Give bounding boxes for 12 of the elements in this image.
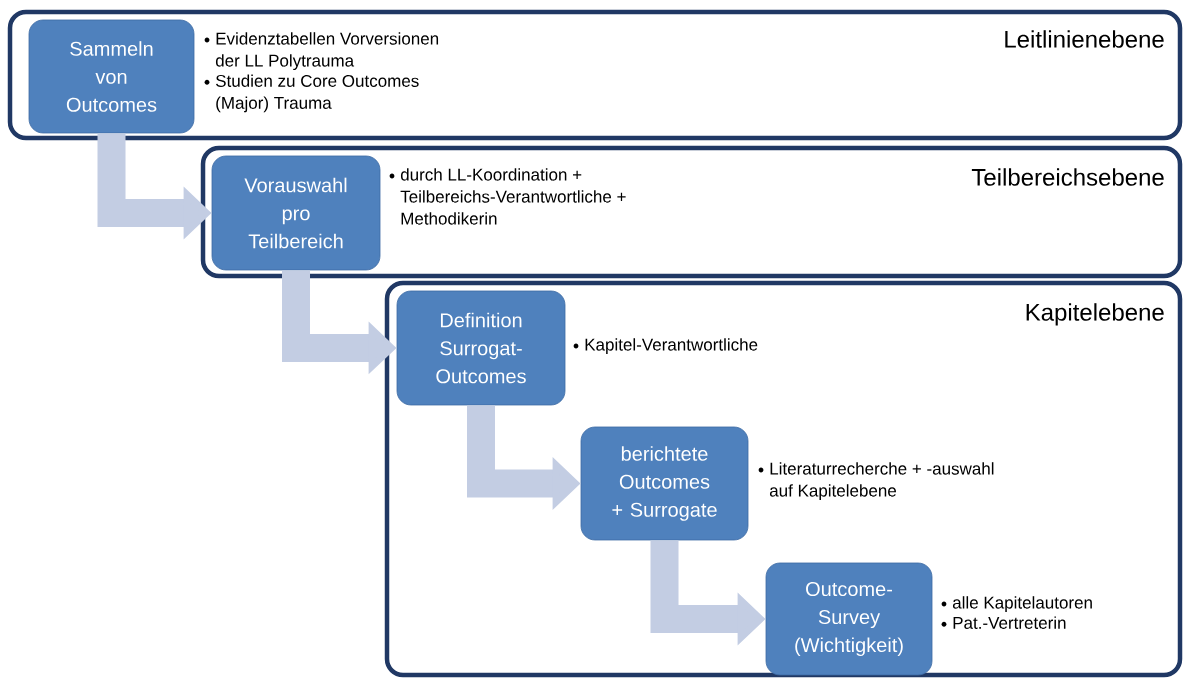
process-box: Outcome-Survey (Wichtigkeit) (765, 562, 933, 676)
process-box: Vorauswahl pro Teilbereich (211, 155, 381, 271)
bullet-item: Studien zu Core Outcomes (Major) Trauma (204, 74, 419, 113)
bullet-item: Literaturrecherche + -auswahl auf Kapitelebene (758, 462, 994, 501)
bullet-item: Evidenztabellen Vorversionen der LL Polytrauma (204, 32, 439, 71)
bullet-item: Pat.-Vertreterin (941, 616, 1066, 629)
bullet-item: Kapitel-Verantwortliche (573, 338, 758, 355)
bullet-item: durch LL-Koordination + Teilbereichs-Verantwortliche + Methodikerin (389, 168, 626, 225)
process-box: Sammeln von Outcomes (28, 19, 195, 134)
process-box: Definition Surrogat-Outcomes (396, 290, 566, 406)
process-box: berichtete Outcomes + Surrogate (580, 426, 749, 541)
bullet-item: alle Kapitelautoren (941, 596, 1092, 613)
